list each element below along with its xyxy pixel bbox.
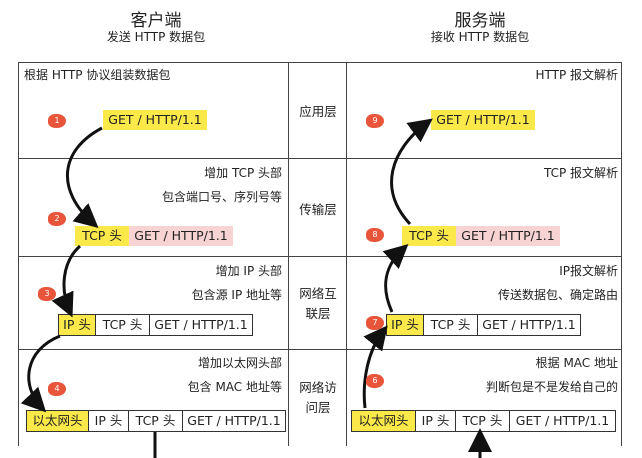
arrow-server-2: [382, 243, 409, 313]
client-tcp-note1: 增加 TCP 头部: [204, 166, 282, 180]
server-eth-header: 以太网头: [351, 410, 416, 432]
server-app-note: HTTP 报文解析: [535, 68, 618, 82]
client-eth-note1: 增加以太网头部: [197, 356, 282, 370]
client-ip-note2: 包含源 IP 地址等: [191, 288, 282, 302]
server-subtitle: 接收 HTTP 数据包: [430, 30, 530, 44]
server-title: 服务端: [454, 11, 506, 31]
arrow-client-2: [51, 244, 82, 318]
step-badge-4: 4: [48, 382, 66, 396]
server-tcp-header: TCP 头: [402, 226, 456, 246]
step-badge-9: 9: [366, 114, 384, 128]
client-title: 客户端: [130, 11, 182, 31]
arrow-client-1: [66, 126, 103, 228]
server-ip-payload: GET / HTTP/1.1: [477, 314, 581, 336]
layer-link-line1: 网络访: [299, 380, 337, 395]
arrow-server-1: [362, 325, 388, 409]
server-ip-header: IP 头: [386, 314, 424, 336]
client-eth-ip-segment: IP 头: [88, 410, 129, 432]
server-eth-note2: 判断包是不是发给自己的: [485, 380, 618, 394]
client-ip-tcp-segment: TCP 头: [95, 314, 150, 336]
server-ip-note1: IP报文解析: [559, 264, 618, 278]
arrow-server-3: [390, 118, 433, 226]
client-eth-tcp-segment: TCP 头: [128, 410, 183, 432]
server-ip-note2: 传送数据包、确定路由: [497, 288, 618, 302]
layer-application: 应用层: [299, 104, 337, 119]
step-badge-2: 2: [48, 212, 66, 226]
client-ip-payload: GET / HTTP/1.1: [149, 314, 253, 336]
client-app-note: 根据 HTTP 协议组装数据包: [24, 68, 171, 82]
layer-transport: 传输层: [299, 202, 337, 217]
client-eth-note2: 包含 MAC 地址等: [187, 380, 282, 394]
client-eth-header: 以太网头: [26, 410, 89, 432]
step-badge-1: 1: [48, 114, 66, 128]
layer-link-line2: 问层: [305, 400, 331, 415]
server-http-payload: GET / HTTP/1.1: [431, 110, 535, 130]
client-tcp-payload: GET / HTTP/1.1: [129, 226, 233, 246]
step-badge-7: 7: [366, 316, 384, 330]
step-badge-3: 3: [38, 287, 56, 301]
layer-internet-line1: 网络互: [299, 286, 337, 301]
client-subtitle: 发送 HTTP 数据包: [106, 30, 206, 44]
arrow-client-3: [20, 334, 61, 413]
server-eth-payload: GET / HTTP/1.1: [509, 410, 616, 432]
client-tcp-header: TCP 头: [75, 226, 129, 246]
server-eth-note1: 根据 MAC 地址: [535, 356, 618, 370]
client-http-payload: GET / HTTP/1.1: [103, 110, 207, 130]
server-tcp-note: TCP 报文解析: [543, 166, 618, 180]
client-tcp-note2: 包含端口号、序列号等: [161, 190, 282, 204]
client-eth-payload: GET / HTTP/1.1: [182, 410, 286, 432]
step-badge-8: 8: [366, 228, 384, 242]
step-badge-6: 6: [366, 374, 384, 388]
client-ip-header: IP 头: [58, 314, 96, 336]
layer-internet-line2: 联层: [305, 306, 331, 321]
server-tcp-payload: GET / HTTP/1.1: [456, 226, 560, 246]
server-eth-ip-segment: IP 头: [415, 410, 456, 432]
client-ip-note1: 增加 IP 头部: [215, 264, 282, 278]
